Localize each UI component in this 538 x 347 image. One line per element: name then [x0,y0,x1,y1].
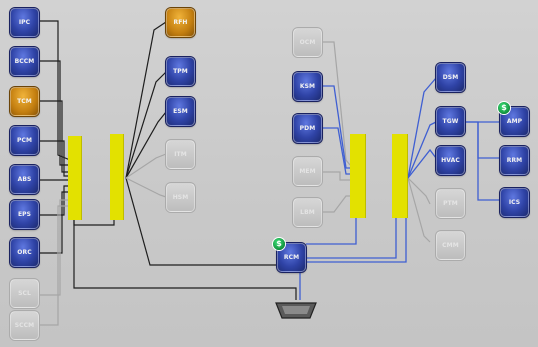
module-lbm[interactable]: LBM [293,198,322,227]
module-rfh[interactable]: RFH [166,8,195,37]
module-esm[interactable]: ESM [166,97,195,126]
module-orc[interactable]: ORC [10,238,39,267]
dollar-badge-icon: $ [273,238,285,250]
module-dsm[interactable]: DSM [436,63,465,92]
bus-segment-d [392,134,408,218]
module-pcm[interactable]: PCM [10,126,39,155]
module-mem[interactable]: MEM [293,157,322,186]
module-tcm[interactable]: TCM [10,87,39,116]
module-ocm[interactable]: OCM [293,28,322,57]
module-ptm[interactable]: PTM [436,189,465,218]
module-ipc[interactable]: IPC [10,8,39,37]
module-scl[interactable]: SCL [10,279,39,308]
dollar-badge-icon: $ [498,102,510,114]
obd-connector-icon[interactable] [274,300,318,322]
module-cmm[interactable]: CMM [436,231,465,260]
module-tpm[interactable]: TPM [166,57,195,86]
module-sccm[interactable]: SCCM [10,311,39,340]
right-can-bus-wires [299,77,500,300]
inactive-wires [38,41,431,326]
module-hsm[interactable]: HSM [166,183,195,212]
module-pdm[interactable]: PDM [293,114,322,143]
module-abs[interactable]: ABS [10,165,39,194]
module-hvac[interactable]: HVAC [436,146,465,175]
module-rrm[interactable]: RRM [500,146,529,175]
module-ksm[interactable]: KSM [293,72,322,101]
bus-segment-b [110,134,124,220]
module-eps[interactable]: EPS [10,200,39,229]
module-tgw[interactable]: TGW [436,107,465,136]
module-ics[interactable]: ICS [500,188,529,217]
bus-segment-a [68,136,82,220]
bus-segment-c [350,134,366,218]
module-bccm[interactable]: BCCM [10,47,39,76]
module-itm[interactable]: ITM [166,140,195,169]
